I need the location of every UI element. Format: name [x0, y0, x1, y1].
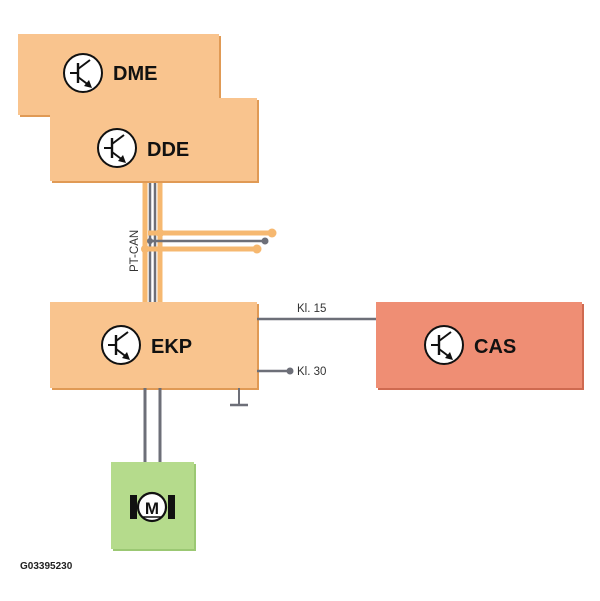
kl15-label: Kl. 15	[297, 303, 326, 315]
ground-icon	[230, 388, 248, 407]
ekp-label: EKP	[151, 336, 192, 358]
fuel-pump-motor: M	[111, 462, 196, 551]
transistor-icon	[62, 52, 104, 94]
motor-label: M	[145, 499, 159, 518]
transistor-icon	[96, 127, 138, 169]
cas-label: CAS	[474, 336, 516, 358]
figure-reference: G03395230	[20, 561, 73, 572]
ekp-module: EKP	[50, 302, 259, 390]
dme-label: DME	[113, 63, 157, 85]
pt-can-bus	[141, 183, 277, 302]
motor-icon: M	[130, 491, 175, 523]
pt-can-label: PT-CAN	[129, 230, 141, 272]
motor-wires	[143, 388, 162, 462]
kl30-terminal	[286, 367, 294, 375]
transistor-icon	[100, 324, 142, 366]
dde-label: DDE	[147, 139, 189, 161]
transistor-icon	[423, 324, 465, 366]
kl30-label: Kl. 30	[297, 366, 326, 378]
cas-module: CAS	[376, 302, 584, 390]
dde-module: DDE	[50, 98, 259, 183]
